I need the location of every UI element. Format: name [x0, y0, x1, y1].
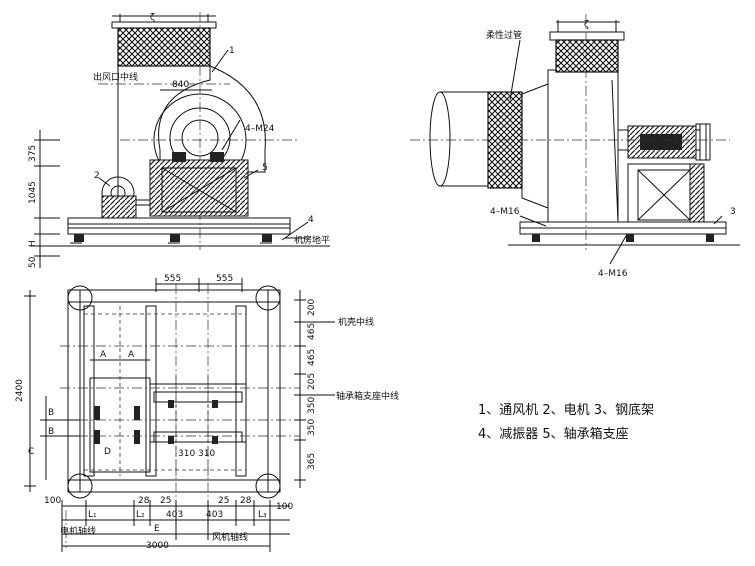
svg-text:ζ: ζ	[150, 13, 155, 23]
label-l2: L₂	[136, 510, 145, 520]
bearing-box-support	[149, 159, 249, 217]
label-a2: A	[128, 350, 135, 360]
label-e: E	[154, 524, 160, 534]
fan-volute	[209, 65, 266, 173]
bolt-m24-label: 4–M24	[245, 124, 275, 134]
dim-28-right: 28	[240, 496, 252, 506]
dim-2400: 2400	[15, 379, 25, 402]
bearing-stand-footprint	[149, 383, 247, 443]
svg-text:ζ: ζ	[584, 20, 589, 30]
dim-200: 200	[307, 299, 317, 316]
label-d: D	[104, 447, 111, 457]
isolator-mark	[67, 285, 93, 311]
label-a1: A	[100, 350, 107, 360]
motor-axis-label: 电机轴线	[60, 525, 96, 537]
fan-body	[547, 69, 619, 223]
dim-350-a: 350	[307, 397, 317, 414]
side-view: ζ	[30, 12, 330, 268]
dim-205: 205	[307, 373, 317, 390]
side-view-labels: 1 出风口中线 840 4–M24 2 5 4 机房地平 375 1045 H …	[28, 46, 330, 268]
dim-h: H	[28, 240, 38, 247]
legend-line-2: 4、减振器 5、轴承箱支座	[478, 426, 629, 442]
dim-350-b: 350	[307, 419, 317, 436]
dim-310-b: 310	[198, 449, 215, 459]
label-l1: L₁	[88, 510, 97, 520]
label-l3: L₃	[258, 510, 267, 520]
dim-310-a: 310	[178, 449, 195, 459]
outlet-centerline-label: 出风口中线	[93, 71, 138, 83]
plan-top-rail	[67, 289, 281, 303]
dim-365: 365	[307, 453, 317, 470]
dim-840: 840	[172, 80, 189, 90]
casing-centerline-label: 机壳中线	[338, 316, 374, 328]
dim-403-right: 403	[206, 510, 223, 520]
label-b1: B	[48, 408, 54, 418]
label-b2: B	[48, 427, 54, 437]
part-2-label: 2	[94, 171, 100, 181]
dim-100-left: 100	[44, 496, 61, 506]
dim-25-right: 25	[218, 496, 229, 506]
flexible-duct-label: 柔性过管	[486, 29, 522, 41]
dim-555-right: 555	[216, 274, 233, 284]
legend: 1、通风机 2、电机 3、钢底架 4、减振器 5、轴承箱支座	[478, 402, 654, 442]
steel-base-frame	[67, 217, 291, 229]
dim-1045: 1045	[28, 181, 38, 204]
part-3-label: 3	[730, 207, 736, 217]
plan-view	[24, 278, 335, 552]
legend-line-1: 1、通风机 2、电机 3、钢底架	[478, 402, 654, 418]
dim-555-left: 555	[164, 274, 181, 284]
part-5-label: 5	[262, 163, 268, 173]
vibration-isolator	[74, 234, 84, 242]
fan-axis-label: 风机轴线	[212, 531, 248, 543]
dim-3000: 3000	[146, 541, 169, 551]
part-1-label: 1	[229, 46, 235, 56]
end-view-labels: 柔性过管 4–M16 3 4–M16	[486, 29, 736, 279]
plan-view-labels: 555 555 200 465 465 205 350 350 365 2400…	[15, 274, 399, 551]
bolt-m16-bottom-label: 4–M16	[598, 269, 628, 279]
motor	[101, 195, 137, 219]
flexible-connector-mesh	[117, 27, 211, 67]
dim-50: 50	[28, 256, 38, 268]
fan-casing-outlet	[117, 65, 211, 206]
end-view: ζ	[410, 14, 740, 265]
dim-25-left: 25	[160, 496, 171, 506]
outlet-flexible-connector	[555, 39, 619, 73]
dim-375: 375	[28, 145, 38, 162]
part-4-label: 4	[308, 215, 314, 225]
plan-bottom-rail	[67, 479, 281, 493]
bolt-m16-left-label: 4–M16	[490, 207, 520, 217]
label-c: C	[28, 447, 34, 457]
dim-465-mid: 465	[307, 349, 317, 366]
bearing-centerline-label: 轴承箱支座中线	[336, 390, 399, 402]
dim-465-top: 465	[307, 323, 317, 340]
floor-label: 机房地平	[294, 234, 330, 246]
dim-28-left: 28	[138, 496, 150, 506]
dim-100-right: 100	[276, 502, 293, 512]
dim-403-left: 403	[166, 510, 183, 520]
